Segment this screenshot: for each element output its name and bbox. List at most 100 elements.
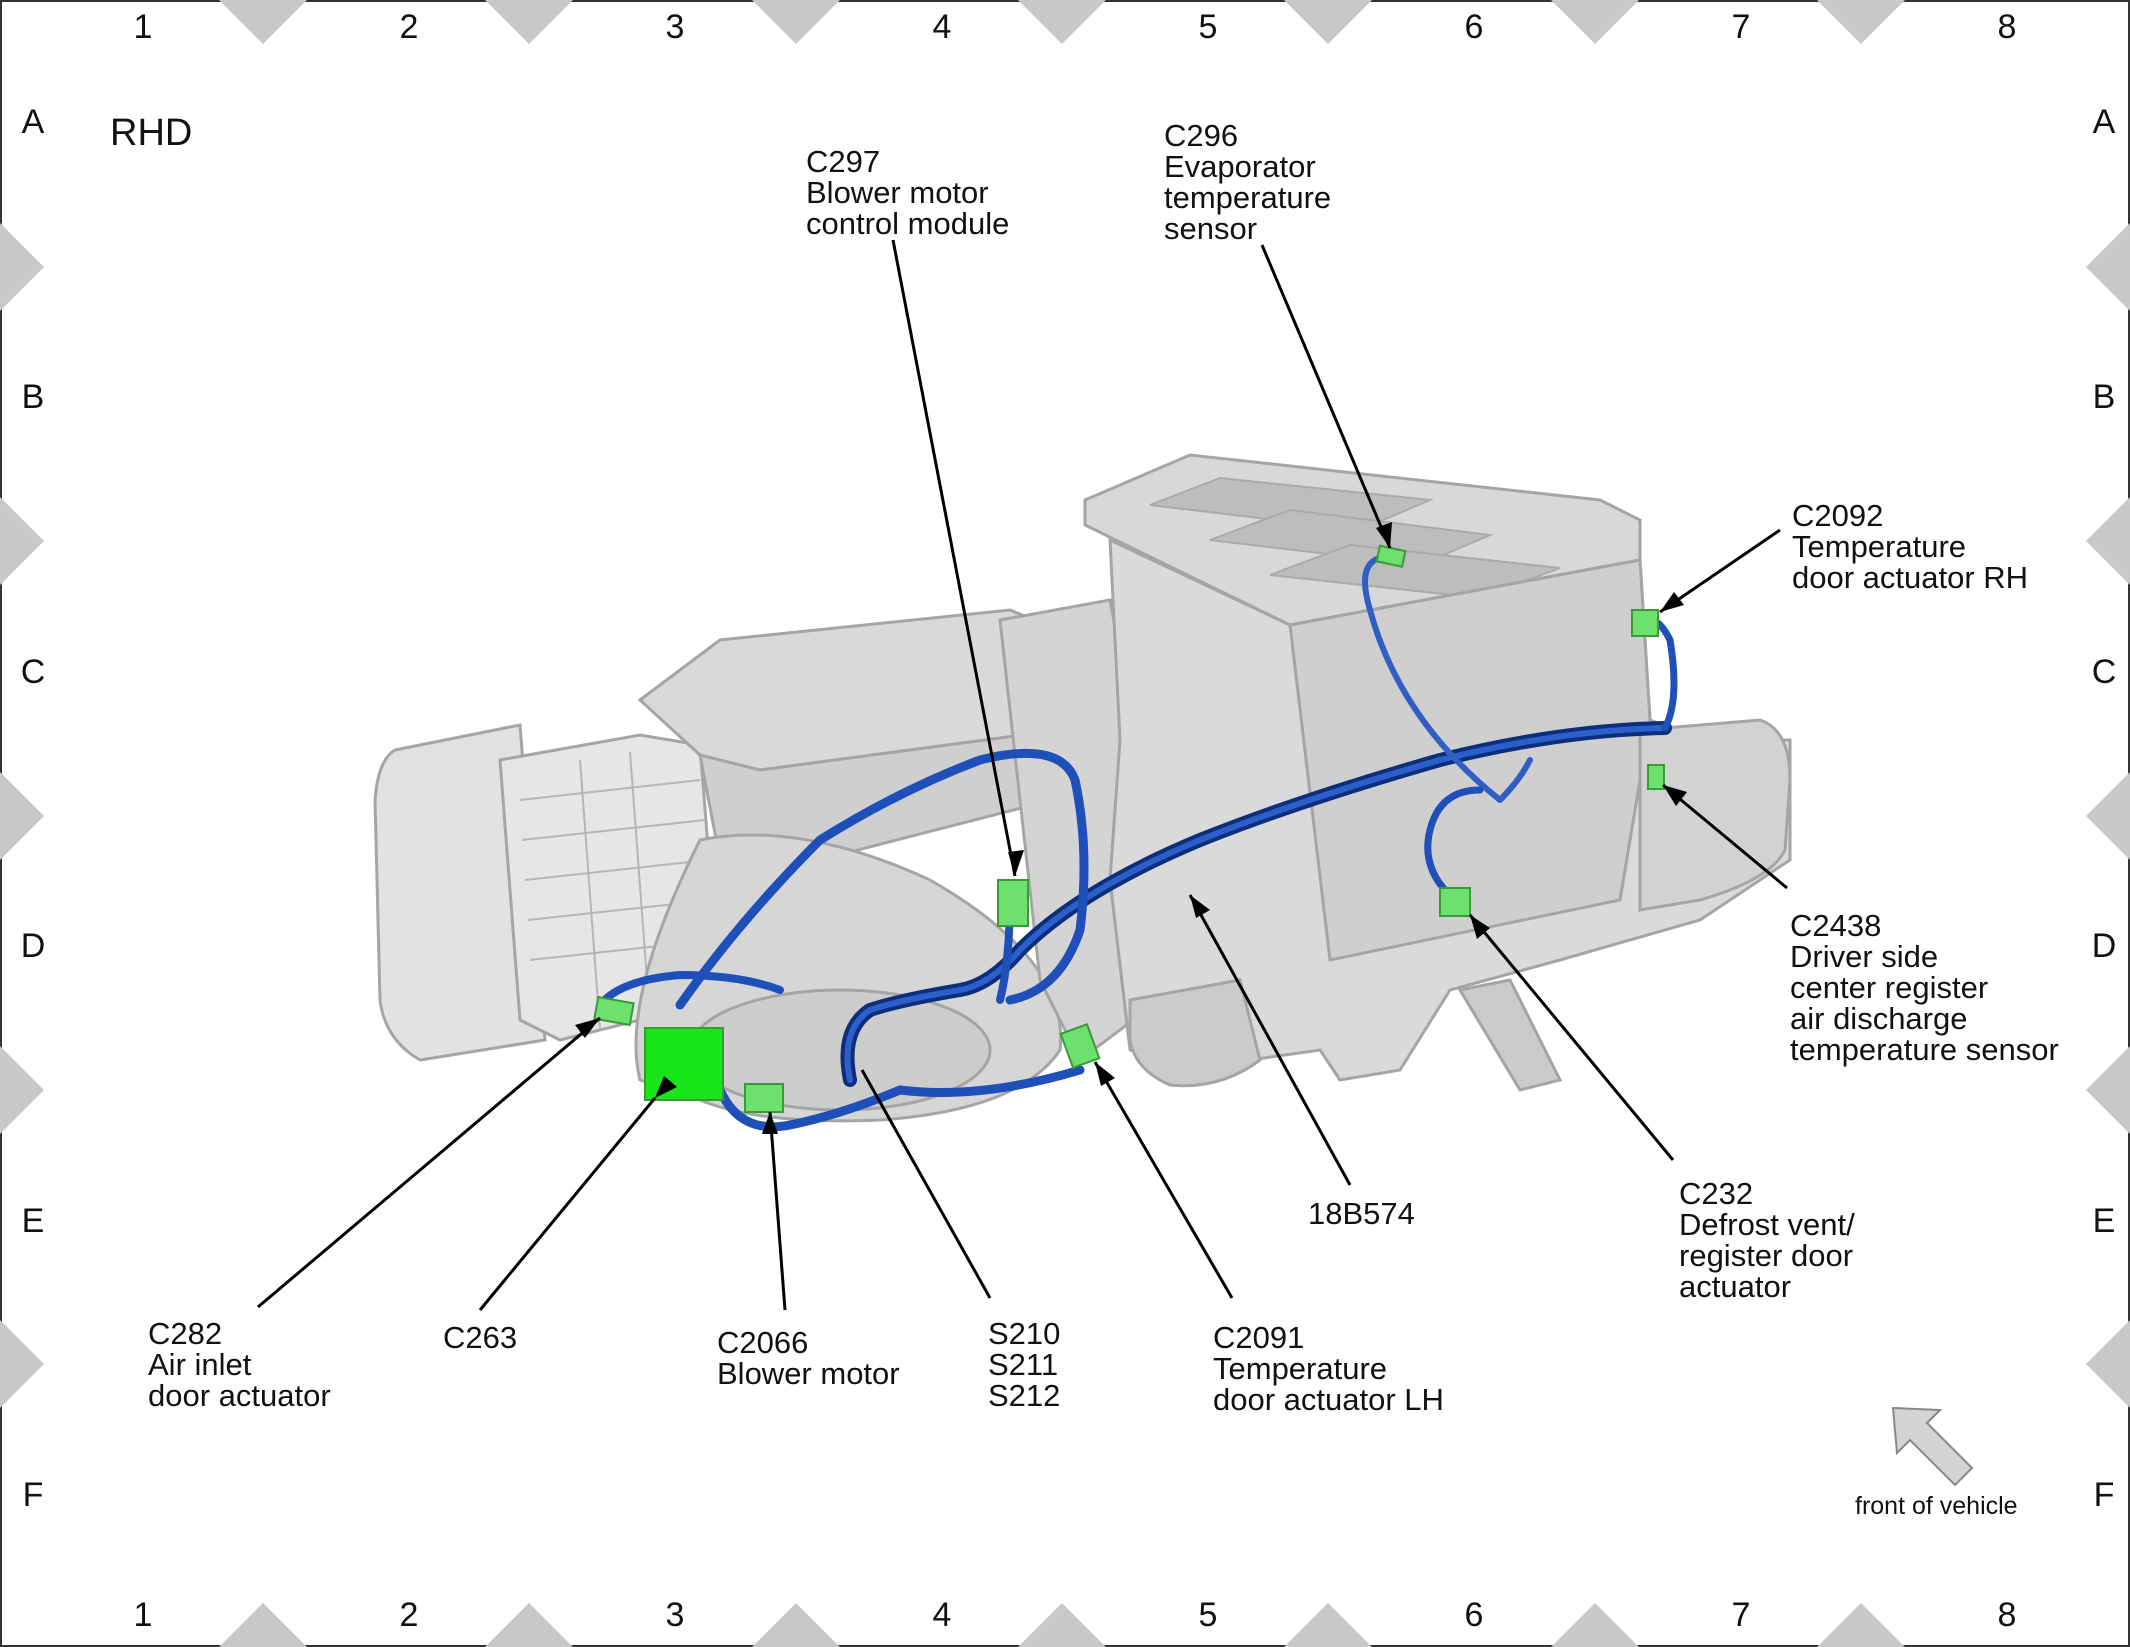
connector-c2091	[1059, 1023, 1101, 1069]
connector-c232	[1439, 887, 1471, 917]
border-marker-top-4	[1284, 0, 1372, 44]
border-marker-right-4	[2086, 1320, 2130, 1408]
callout-c2438-line: center register	[1790, 970, 1989, 1005]
grid-label-b: B	[2092, 378, 2116, 416]
grid-label-c: C	[20, 653, 46, 691]
drive-side-label: RHD	[110, 112, 193, 154]
callout-c297-line: Blower motor	[806, 175, 989, 210]
grid-label-d: D	[2091, 927, 2117, 965]
lower-outlet	[1128, 978, 1262, 1088]
border-marker-bottom-1	[485, 1603, 573, 1647]
hvac-module-illustration	[373, 453, 1792, 1123]
grid-label-6: 6	[1464, 1596, 1484, 1634]
evaporator-top-slots	[1149, 476, 1561, 600]
grid-label-f: F	[22, 1476, 44, 1514]
right-side-duct	[1638, 718, 1792, 912]
callout-c2066-line: Blower motor	[717, 1356, 900, 1391]
leader-c2066	[768, 1111, 787, 1311]
grid-label-2: 2	[399, 8, 419, 46]
grid-label-b: B	[21, 378, 45, 416]
harness-blower-loop	[675, 748, 1089, 1010]
grid-label-e: E	[2092, 1202, 2116, 1240]
grid-label-3: 3	[665, 1596, 685, 1634]
leader-c2092	[1659, 528, 1781, 614]
callout-s210-line: S212	[988, 1378, 1061, 1413]
border-marker-top-1	[485, 0, 573, 44]
border-marker-right-1	[2086, 497, 2130, 585]
border-marker-bottom-0	[219, 1603, 307, 1647]
leader-c282	[257, 1016, 601, 1309]
border-marker-left-3	[0, 1046, 44, 1134]
leader-c2091	[1093, 1061, 1234, 1299]
connectors	[593, 544, 1665, 1113]
connector-c2438	[1647, 764, 1665, 790]
border-marker-top-2	[752, 0, 840, 44]
callout-c282-line: C282	[148, 1316, 223, 1351]
grid-label-5: 5	[1198, 1596, 1218, 1634]
border-marker-right-0	[2086, 223, 2130, 311]
border-marker-top-5	[1551, 0, 1639, 44]
callout-c232-line: actuator	[1679, 1269, 1792, 1304]
connector-c2092	[1631, 609, 1659, 637]
border-marker-top-3	[1018, 0, 1106, 44]
callout-c2438-line: air discharge	[1790, 1001, 1968, 1036]
callout-c296-line: Evaporator	[1164, 149, 1316, 184]
grid-label-4: 4	[932, 8, 952, 46]
harness-evaporator-sensor-branch	[1362, 554, 1533, 803]
leader-c2438	[1662, 783, 1788, 890]
grid-label-8: 8	[1997, 8, 2017, 46]
callout-s210-line: S210	[988, 1316, 1061, 1351]
leader-arrowheads	[575, 522, 1687, 1134]
callout-c296-line: sensor	[1164, 211, 1258, 246]
leader-c263	[478, 1097, 657, 1311]
callout-c2438-line: Driver side	[1790, 939, 1939, 974]
border-marker-bottom-3	[1018, 1603, 1106, 1647]
leader-c297	[891, 239, 1017, 877]
grid-label-8: 8	[1997, 1596, 2017, 1634]
leader-lines	[257, 239, 1788, 1311]
border-marker-left-2	[0, 772, 44, 860]
drain-stand	[1457, 978, 1563, 1092]
front-of-vehicle-label: front of vehicle	[1855, 1492, 2018, 1520]
grid-label-c: C	[2091, 653, 2117, 691]
grid-label-a: A	[21, 103, 45, 141]
grid-label-e: E	[21, 1202, 45, 1240]
harness-defrost-branch	[1424, 786, 1484, 904]
border-marker-bottom-5	[1551, 1603, 1639, 1647]
grid-label-5: 5	[1198, 8, 1218, 46]
wiring-harness-18b574	[596, 554, 1678, 1132]
connector-c263	[644, 1027, 724, 1101]
grid-label-7: 7	[1731, 1596, 1751, 1634]
connector-c296	[1375, 544, 1407, 568]
border-marker-top-6	[1817, 0, 1905, 44]
callout-c232-line: Defrost vent/	[1679, 1207, 1855, 1242]
grid-label-1: 1	[133, 8, 153, 46]
callout-c2092-line: C2092	[1792, 498, 1884, 533]
callout-c296-line: temperature	[1164, 180, 1332, 215]
border-marker-left-0	[0, 223, 44, 311]
border-marker-left-4	[0, 1320, 44, 1408]
grid-label-1: 1	[133, 1596, 153, 1634]
callout-18b574: 18B574	[1308, 1198, 1415, 1229]
callout-c282-line: Air inlet	[148, 1347, 252, 1382]
connector-c282	[593, 995, 635, 1027]
callout-c263-line: C263	[443, 1320, 518, 1355]
grid-label-4: 4	[932, 1596, 952, 1634]
callout-c2092-line: Temperature	[1792, 529, 1967, 564]
grid-label-6: 6	[1464, 8, 1484, 46]
arrow-icon	[1891, 1406, 1974, 1487]
harness-lower-loop	[715, 1065, 1085, 1132]
callout-c297-line: C297	[806, 144, 881, 179]
callout-c2438-line: temperature sensor	[1790, 1032, 2059, 1067]
connector-c2066	[744, 1083, 784, 1113]
callout-s210-line: S211	[988, 1347, 1059, 1382]
